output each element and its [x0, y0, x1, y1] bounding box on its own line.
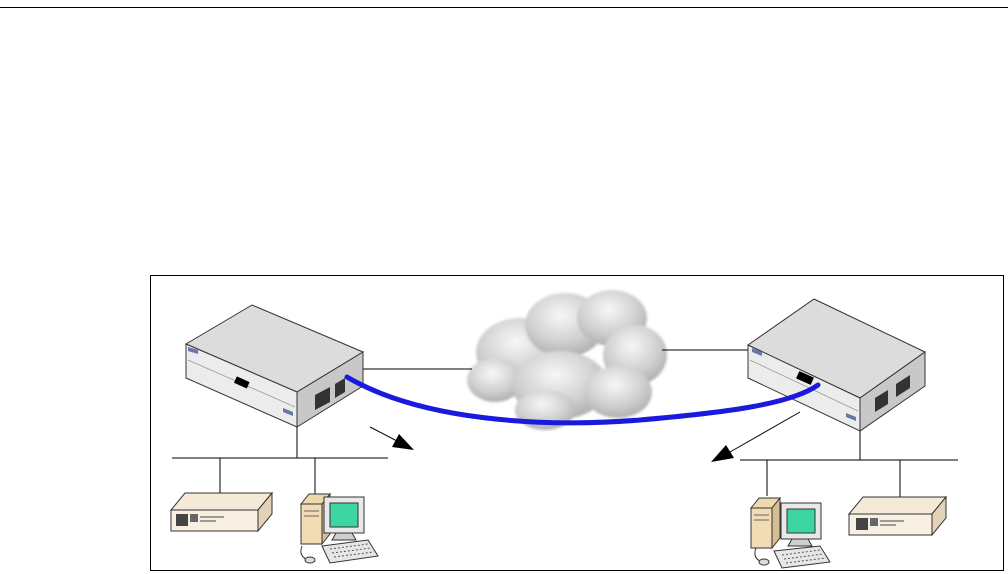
workstation-right-icon: [751, 498, 830, 568]
server-left-icon: [171, 493, 272, 531]
arrow-right-icon: [711, 412, 800, 462]
arrow-left-icon: [370, 427, 414, 450]
server-right-icon: [849, 497, 946, 535]
router-right-icon: [748, 299, 925, 431]
wan-cloud-icon: [467, 290, 667, 430]
workstation-left-icon: [301, 494, 378, 563]
router-left-icon: [186, 305, 363, 427]
